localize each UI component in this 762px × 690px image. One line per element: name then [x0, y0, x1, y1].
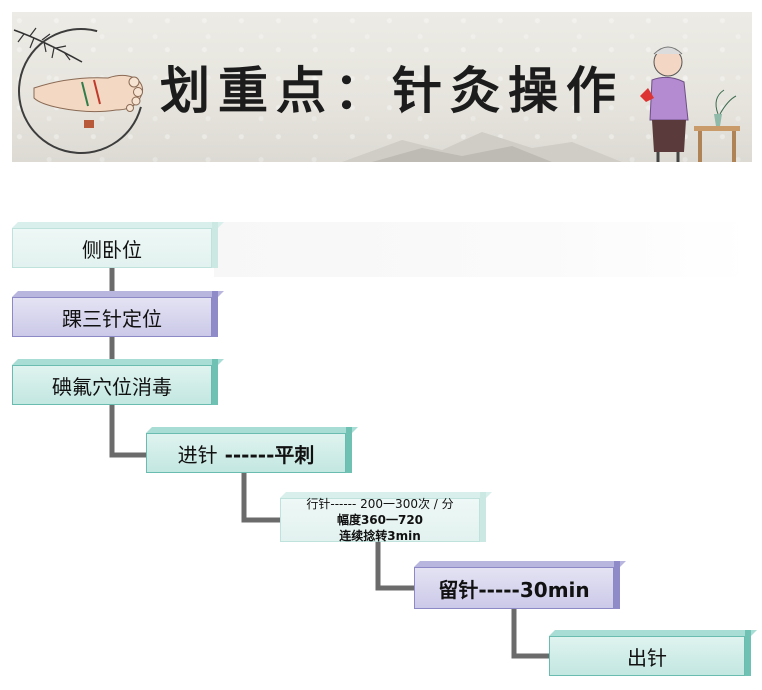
- step-needle-withdrawal: 出针: [549, 630, 757, 676]
- foot-acupuncture-icon: [33, 74, 144, 128]
- step-side-lying: 侧卧位: [12, 222, 224, 268]
- step-label: 侧卧位: [82, 237, 142, 262]
- step-iodophor-disinfection: 碘氟穴位消毒: [12, 359, 224, 405]
- manipulation-line-1: 行针------ 200一300次 / 分: [306, 497, 454, 511]
- step-label-main: 进针: [177, 442, 218, 467]
- step-label: 碘氟穴位消毒: [52, 374, 172, 399]
- step-needle-manipulation: 行针------ 200一300次 / 分 幅度360一720 连续捻转3min: [280, 492, 492, 543]
- page-title: 划重点：针灸操作: [160, 61, 624, 120]
- elderly-person-back-pain-icon: [640, 46, 740, 162]
- step-label: 出针: [627, 645, 667, 670]
- step-needle-retention: 留针-----30min: [414, 561, 626, 609]
- manipulation-line-3: 连续捻转3min: [339, 529, 421, 543]
- step-label: 留针-----30min: [438, 577, 590, 602]
- mountain-illustration: [342, 132, 622, 162]
- step-label: 进针 ------平刺: [178, 439, 315, 468]
- manipulation-line-2: 幅度360一720: [336, 513, 424, 527]
- step-label: 踝三针定位: [62, 306, 162, 331]
- background-band: [214, 222, 752, 277]
- step-needle-insertion: 进针 ------平刺: [146, 427, 358, 473]
- branch-icon: [13, 27, 83, 63]
- step-label-suffix: ------平刺: [217, 442, 315, 467]
- banner: 划重点：针灸操作: [12, 12, 752, 162]
- step-ankle-three-needle-positioning: 踝三针定位: [12, 291, 224, 337]
